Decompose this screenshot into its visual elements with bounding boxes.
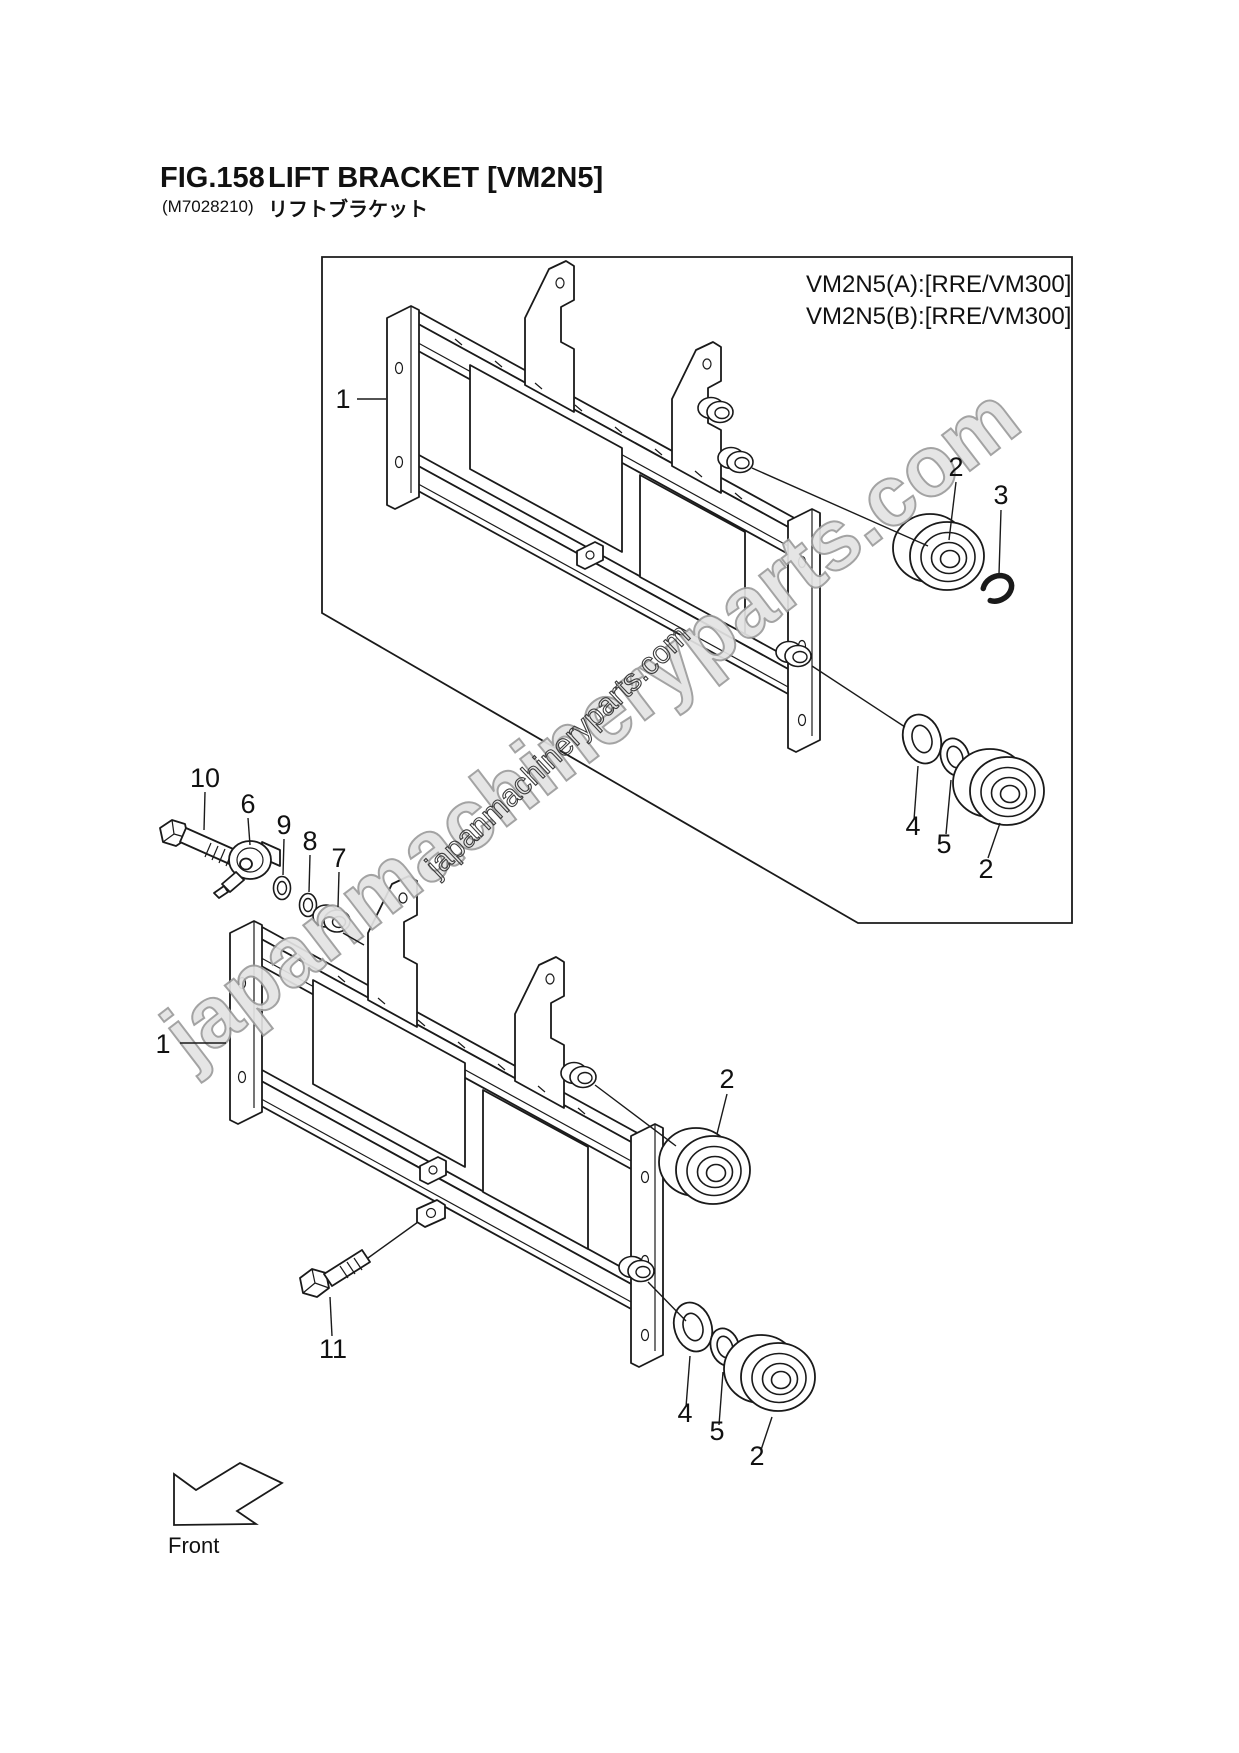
callout-2-lower: 2 — [719, 1064, 734, 1094]
figure-title: LIFT BRACKET [VM2N5] — [268, 162, 604, 194]
callout-2b-lower: 2 — [749, 1441, 764, 1471]
callout-3-upper: 3 — [993, 480, 1008, 510]
callout-11: 11 — [319, 1334, 347, 1364]
part-bolt-10 — [159, 819, 241, 867]
variant-label-b: VM2N5(B):[RRE/VM300] — [806, 303, 1071, 330]
part-washer-4-upper — [895, 708, 949, 770]
diagram-border — [321, 256, 1073, 924]
callouts-upper: 1 2 3 4 5 2 — [335, 384, 1008, 884]
figure-part-code: (M7028210) — [162, 197, 254, 216]
figure-title-japanese: リフトブラケット — [268, 199, 428, 221]
part-roller-2-lower-top — [658, 1127, 751, 1205]
front-arrow: Front — [168, 1461, 284, 1558]
part-roller-2-upper-bottom — [952, 748, 1045, 826]
callout-1-upper: 1 — [335, 384, 350, 414]
callout-2-upper: 2 — [948, 452, 963, 482]
part-roller-2-lower-bottom — [723, 1334, 816, 1412]
callouts-lower: 10 6 9 8 7 1 2 11 4 5 2 — [155, 763, 764, 1471]
callout-6: 6 — [240, 789, 255, 819]
callout-2b-upper: 2 — [978, 854, 993, 884]
part-bearing-unit-6 — [213, 840, 281, 899]
part-washer-9 — [272, 875, 292, 901]
front-label: Front — [168, 1533, 219, 1558]
callout-5-lower: 5 — [709, 1416, 724, 1446]
callout-4-upper: 4 — [905, 811, 920, 841]
callout-5-upper: 5 — [936, 829, 951, 859]
callout-9: 9 — [276, 810, 291, 840]
figure-number: FIG.158 — [160, 162, 265, 194]
part-bolt-11 — [299, 1249, 371, 1298]
upper-assembly-drawing — [386, 260, 1045, 826]
callout-4-lower: 4 — [677, 1398, 692, 1428]
watermark-small: japanmachineryparts.com — [418, 617, 697, 884]
variant-label-a: VM2N5(A):[RRE/VM300] — [806, 271, 1071, 298]
callout-10: 10 — [190, 763, 220, 793]
lower-assembly-drawing — [159, 819, 816, 1412]
callout-1-lower: 1 — [155, 1029, 170, 1059]
variant-labels: VM2N5(A):[RRE/VM300] VM2N5(B):[RRE/VM300… — [806, 271, 1071, 330]
part-snap-ring-3 — [980, 572, 1015, 604]
part-nut-plate — [416, 1199, 446, 1228]
callout-8: 8 — [302, 826, 317, 856]
leader-lines — [180, 398, 1002, 1451]
callout-7: 7 — [331, 843, 346, 873]
